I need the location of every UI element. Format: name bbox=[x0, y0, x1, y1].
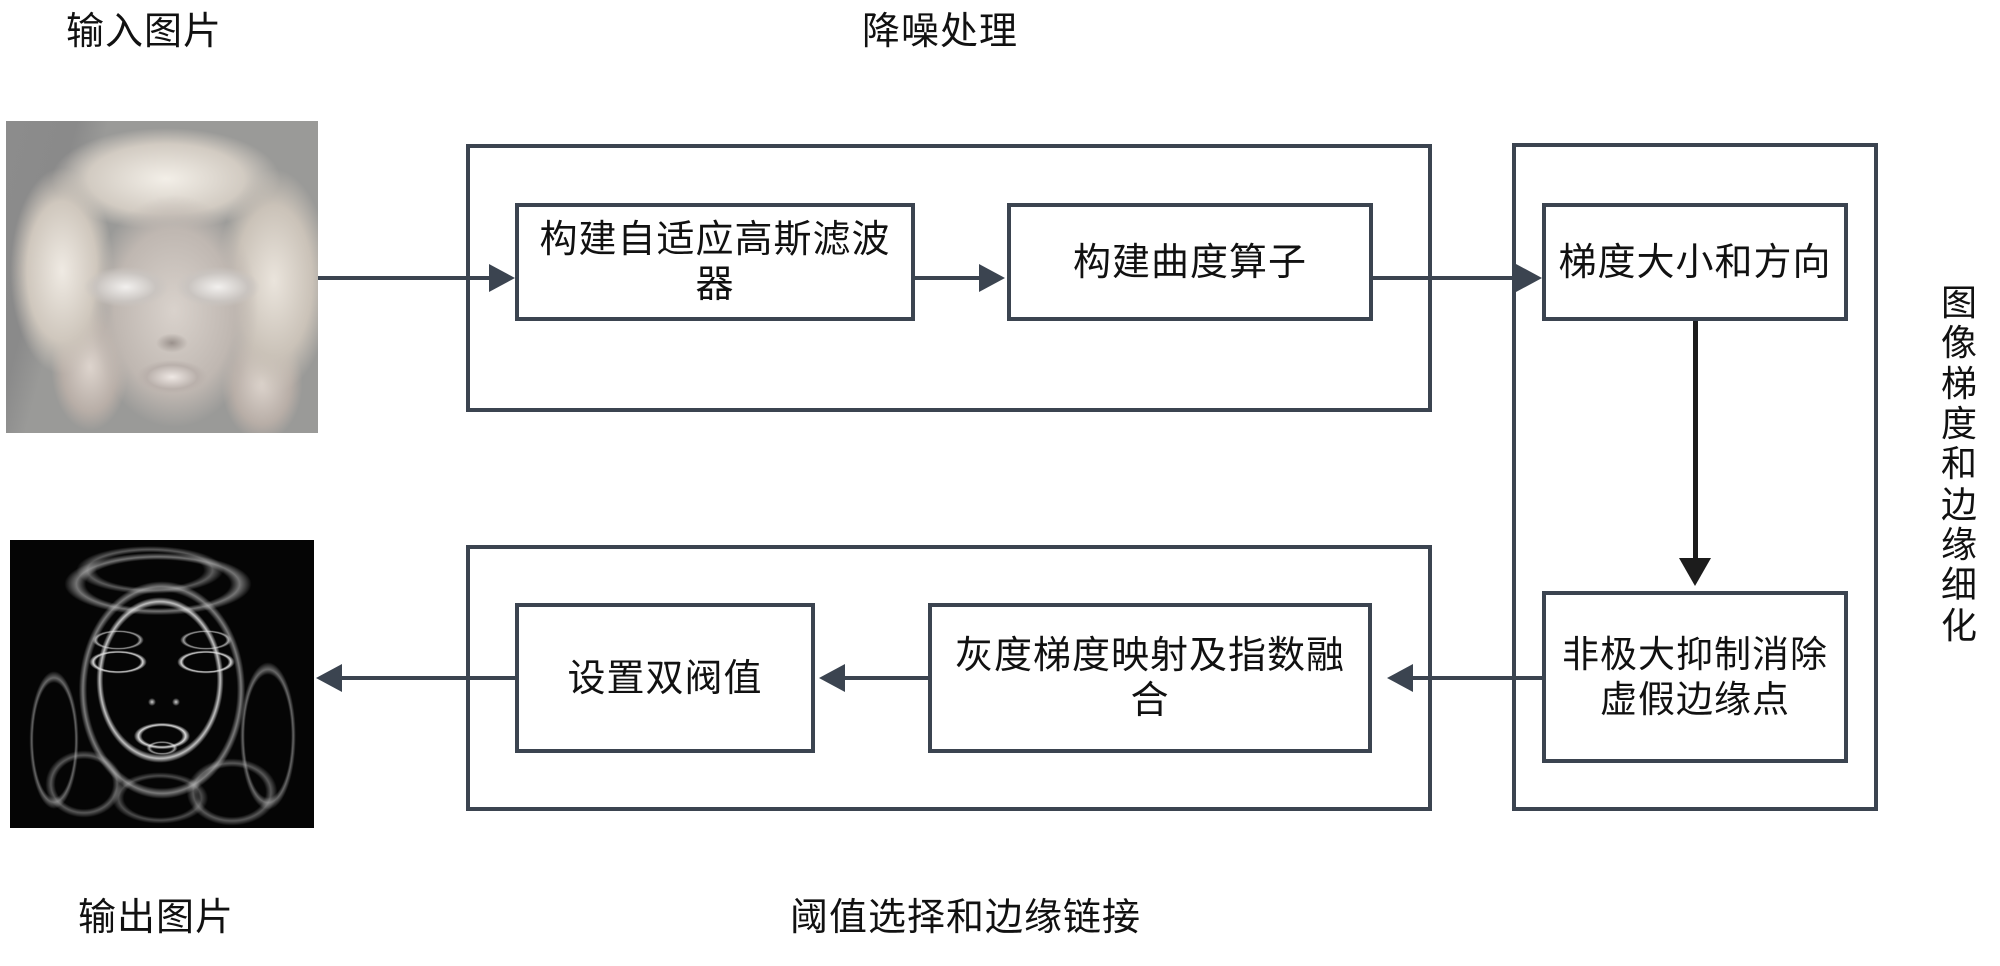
connector-gradient-to-nms bbox=[1693, 321, 1698, 561]
connector-filter-to-curvature bbox=[915, 276, 981, 280]
arrowhead-nms-to-mapping bbox=[1387, 664, 1413, 692]
process-label-adaptive-gaussian-filter: 构建自适应高斯滤波器 bbox=[539, 217, 891, 306]
caption-threshold-linking-stage: 阈值选择和边缘链接 bbox=[790, 895, 1142, 939]
arrowhead-filter-to-curvature bbox=[979, 264, 1005, 292]
process-label-non-maximum-suppression: 非极大抑制消除 虚假边缘点 bbox=[1558, 632, 1832, 722]
connector-nms-to-mapping bbox=[1413, 676, 1543, 680]
arrowhead-input-to-filter bbox=[489, 264, 515, 292]
connector-mapping-to-threshold bbox=[845, 676, 929, 680]
process-box-curvature-operator[interactable]: 构建曲度算子 bbox=[1007, 203, 1373, 321]
process-label-gray-gradient-mapping: 灰度梯度映射及指数融合 bbox=[954, 633, 1345, 722]
process-label-nms-line1: 非极大抑制消除 bbox=[1562, 632, 1828, 676]
process-box-double-threshold[interactable]: 设置双阀值 bbox=[515, 603, 815, 753]
caption-denoise-stage: 降噪处理 bbox=[862, 9, 1019, 53]
process-label-gradient-magnitude-direction: 梯度大小和方向 bbox=[1558, 239, 1832, 284]
process-box-non-maximum-suppression[interactable]: 非极大抑制消除 虚假边缘点 bbox=[1542, 591, 1848, 763]
connector-curvature-to-gradient bbox=[1373, 276, 1521, 280]
output-image-thumbnail bbox=[10, 540, 314, 828]
process-label-curvature-operator: 构建曲度算子 bbox=[1072, 239, 1307, 284]
arrowhead-curvature-to-gradient bbox=[1516, 264, 1542, 292]
arrowhead-threshold-to-output bbox=[316, 664, 342, 692]
process-box-gradient-magnitude-direction[interactable]: 梯度大小和方向 bbox=[1542, 203, 1848, 321]
caption-gradient-refinement-vertical: 图像梯度和边缘细化 bbox=[1940, 283, 1977, 647]
connector-input-to-filter bbox=[318, 276, 493, 280]
process-label-double-threshold: 设置双阀值 bbox=[567, 655, 763, 700]
input-image-thumbnail bbox=[6, 121, 318, 433]
arrowhead-mapping-to-threshold bbox=[819, 664, 845, 692]
connector-threshold-to-output bbox=[342, 676, 516, 680]
process-label-nms-line2: 虚假边缘点 bbox=[1600, 678, 1790, 721]
arrowhead-gradient-to-nms bbox=[1679, 558, 1711, 586]
caption-input-image: 输入图片 bbox=[66, 9, 223, 53]
group-gradient-container bbox=[1512, 143, 1878, 811]
caption-output-image: 输出图片 bbox=[78, 895, 235, 939]
process-box-adaptive-gaussian-filter[interactable]: 构建自适应高斯滤波器 bbox=[515, 203, 915, 321]
process-box-gray-gradient-mapping[interactable]: 灰度梯度映射及指数融合 bbox=[928, 603, 1372, 753]
